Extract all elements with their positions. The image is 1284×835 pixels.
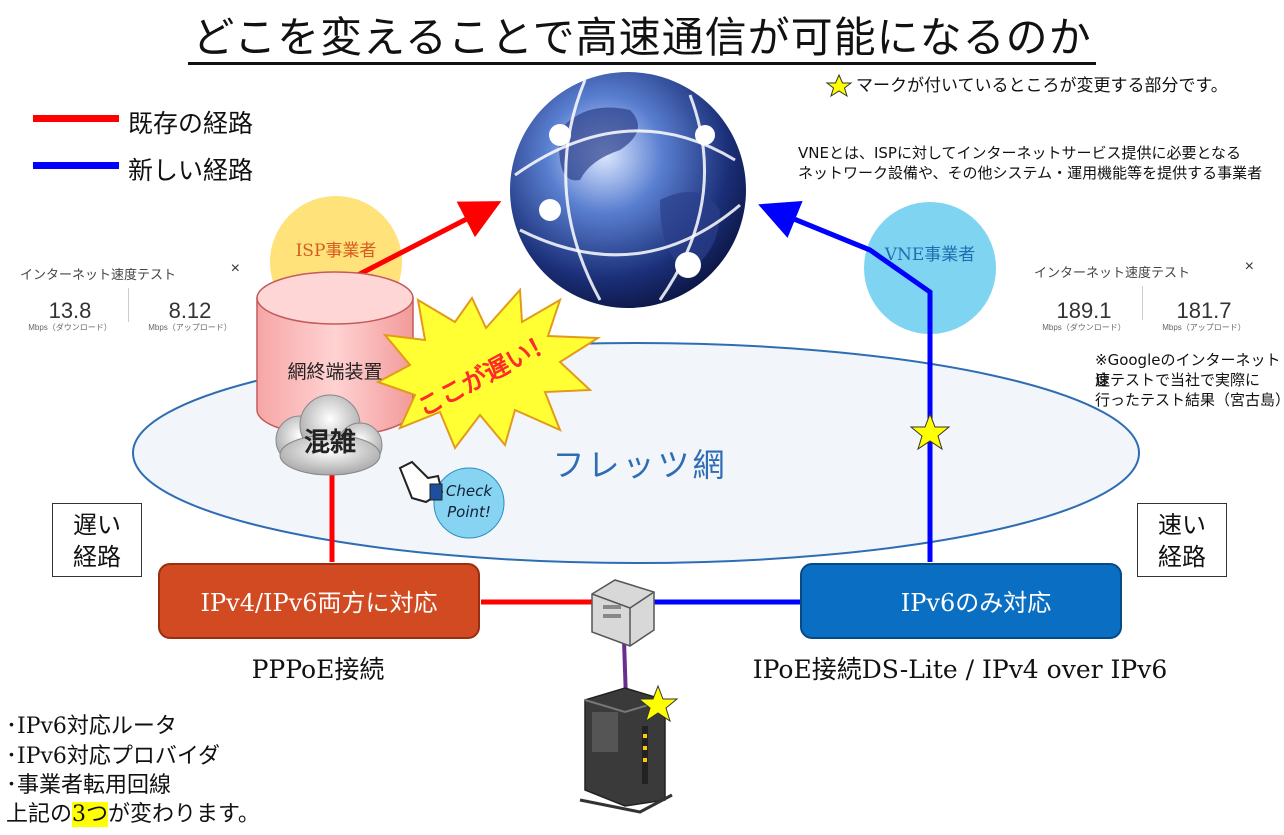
download-label: Mbps（ダウンロード） [28, 323, 112, 332]
download-value: 13.8 [48, 298, 92, 323]
download-label: Mbps（ダウンロード） [1042, 323, 1126, 332]
legend-existing-label: 既存の経路 [128, 109, 254, 138]
star-note: マークが付いているところが変更する部分です。 [856, 76, 1228, 96]
fast-route-line1: 速い [1158, 511, 1206, 539]
requirement-router: ･IPv6対応ルータ [6, 714, 177, 739]
upload-label: Mbps（アップロード） [148, 323, 232, 332]
summary-prefix: 上記の [6, 802, 73, 827]
vne-circle [864, 202, 996, 334]
page-title: どこを変えることで高速通信が可能になるのか [0, 4, 1284, 65]
vne-note-line1: VNEとは、ISPに対してインターネットサービス提供に必要となる [798, 144, 1242, 162]
slow-route-box: 遅い 経路 [52, 503, 142, 577]
speed-card-header: インターネット速度テスト [20, 267, 177, 282]
slow-burst-shape [375, 287, 602, 450]
legend-existing-line [33, 115, 119, 122]
close-icon[interactable]: × [230, 260, 240, 277]
google-note-line2: 度テストで当社で実際に [1095, 371, 1261, 389]
requirement-line: ･事業者転用回線 [6, 773, 172, 798]
vne-note-line2: ネットワーク設備や、その他システム・運用機能等を提供する事業者 [798, 164, 1263, 182]
ipv6-only-box: IPv6のみ対応 [800, 563, 1122, 639]
requirements-summary: 上記の3つが変わります。 [6, 800, 260, 829]
router-icon [591, 579, 655, 647]
legend-new-line [33, 162, 119, 169]
close-icon[interactable]: × [1244, 258, 1254, 275]
requirement-provider: ･IPv6対応プロバイダ [6, 744, 221, 769]
speed-test-card-left: インターネット速度テスト × 13.8 Mbps（ダウンロード） 8.12 Mb… [10, 258, 246, 332]
congestion-label: 混雑 [303, 428, 356, 458]
congestion-cloud-icon [275, 394, 383, 476]
summary-suffix: が変わります。 [108, 802, 260, 827]
fast-route-line2: 経路 [1158, 543, 1206, 571]
star-icon-onu [637, 684, 679, 723]
upload-label: Mbps（アップロード） [1162, 323, 1246, 332]
isp-label: ISP事業者 [295, 241, 377, 261]
checkpoint-line1: Check [445, 482, 493, 500]
download-value: 189.1 [1056, 298, 1112, 323]
flets-network-label: フレッツ網 [552, 446, 728, 484]
network-terminal-label: 網終端装置 [287, 361, 383, 383]
speed-card-header: インターネット速度テスト [1034, 265, 1191, 280]
onu-device-icon [579, 687, 673, 814]
slow-route-line1: 遅い [73, 511, 121, 539]
star-icon-legend [825, 73, 853, 98]
red-route-arrow [350, 201, 502, 281]
vne-label: VNE事業者 [884, 245, 976, 265]
pppoe-label: PPPoE接続 [251, 655, 385, 684]
upload-value: 181.7 [1176, 298, 1232, 323]
speed-card-divider [128, 288, 129, 322]
star-icon-route [909, 412, 951, 451]
internet-globe-icon [510, 72, 746, 308]
summary-highlight: 3つ [72, 802, 109, 827]
speed-test-card-right: インターネット速度テスト × 189.1 Mbps（ダウンロード） 181.7 … [1024, 256, 1260, 332]
google-note-line1: ※Googleのインターネット速 [1095, 351, 1281, 389]
ipoe-label: IPoE接続DS-Lite / IPv4 over IPv6 [752, 655, 1168, 684]
checkpoint-circle [433, 467, 505, 539]
upload-value: 8.12 [168, 298, 212, 323]
pointing-hand-icon [398, 460, 444, 504]
checkpoint-line2: Point! [447, 503, 491, 521]
ipv4-ipv6-box: IPv4/IPv6両方に対応 [158, 563, 480, 639]
legend-new-label: 新しい経路 [128, 156, 254, 185]
slow-route-line2: 経路 [73, 543, 121, 571]
fast-route-box: 速い 経路 [1137, 503, 1227, 577]
google-note-line3: 行ったテスト結果（宮古島） [1095, 391, 1284, 409]
speed-card-divider [1142, 286, 1143, 320]
